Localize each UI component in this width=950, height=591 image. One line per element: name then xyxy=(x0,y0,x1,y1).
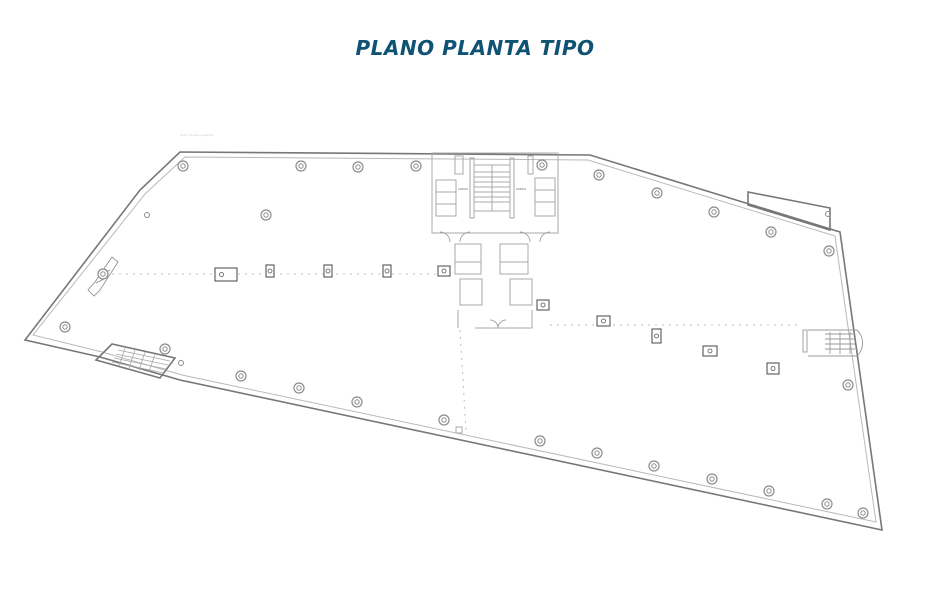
column-icon xyxy=(593,169,605,181)
column-icon xyxy=(857,507,869,519)
southwest-stair-annex xyxy=(94,343,177,379)
core-label-right: ASEOS xyxy=(516,187,526,191)
column-icon xyxy=(708,206,720,218)
columns xyxy=(59,159,869,519)
column-icon xyxy=(536,159,548,171)
equipment-unit-icon xyxy=(536,299,550,311)
equipment-unit-icon xyxy=(651,328,662,344)
equipment-unit-icon xyxy=(702,345,718,357)
equipment-unit-icon xyxy=(437,265,451,277)
equipment-units xyxy=(214,264,780,375)
east-stair xyxy=(802,329,863,357)
column-icon xyxy=(648,460,660,472)
core-label-left: ASEOS xyxy=(458,187,468,191)
column-icon xyxy=(177,160,189,172)
grid-line xyxy=(459,329,467,431)
plan-header-note: texto de plano ilegible xyxy=(180,133,214,137)
column-icon xyxy=(352,161,364,173)
column-icon xyxy=(293,382,305,394)
column-icon xyxy=(295,160,307,172)
column-icon xyxy=(591,447,603,459)
column-icon xyxy=(410,160,422,172)
equipment-unit-icon xyxy=(766,362,780,375)
building-inner-outline xyxy=(32,156,877,523)
column-icon xyxy=(97,268,109,280)
equipment-unit-icon xyxy=(382,264,392,278)
column-icon xyxy=(706,473,718,485)
column-icon xyxy=(651,187,663,199)
column-icon xyxy=(821,498,833,510)
small-column-icon xyxy=(825,211,831,217)
column-icon xyxy=(351,396,363,408)
central-core xyxy=(431,152,559,329)
building-outline xyxy=(23,151,883,532)
northeast-terrace xyxy=(747,191,831,232)
column-icon xyxy=(765,226,777,238)
marker-square xyxy=(455,426,463,434)
column-icon xyxy=(235,370,247,382)
page-title: PLANO PLANTA TIPO xyxy=(355,36,595,60)
structural-grid-lines xyxy=(105,273,800,431)
small-column-icon xyxy=(144,212,150,218)
equipment-unit-icon xyxy=(265,264,275,278)
equipment-unit-icon xyxy=(323,264,333,278)
column-icon xyxy=(534,435,546,447)
column-icon xyxy=(159,343,171,355)
equipment-unit-icon xyxy=(596,315,611,327)
column-icon xyxy=(823,245,835,257)
equipment-unit-icon xyxy=(214,267,238,282)
column-icon xyxy=(842,379,854,391)
column-icon xyxy=(438,414,450,426)
southwest-stair xyxy=(111,347,171,374)
column-icon xyxy=(763,485,775,497)
small-column-icon xyxy=(178,360,184,366)
column-icon xyxy=(260,209,272,221)
column-icon xyxy=(59,321,71,333)
